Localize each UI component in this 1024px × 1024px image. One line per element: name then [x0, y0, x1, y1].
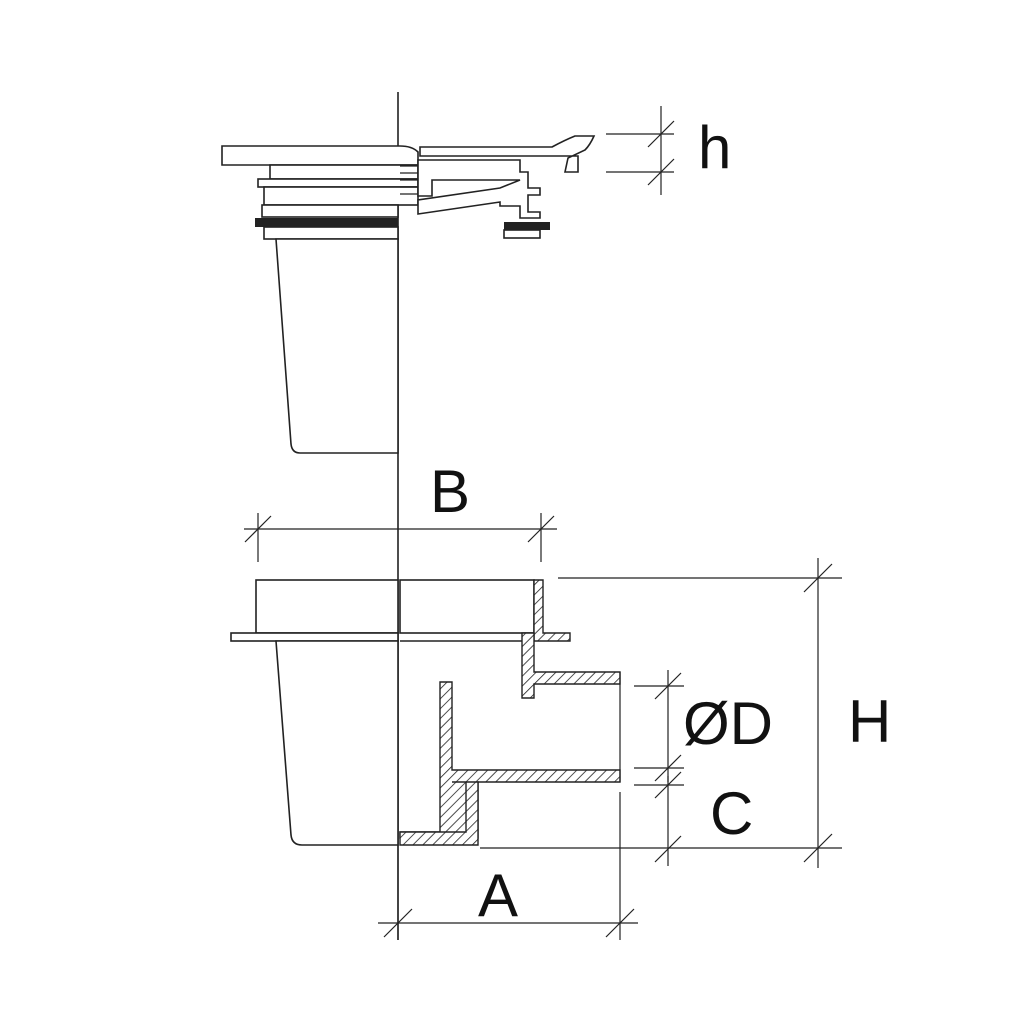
top-grating-left — [221, 145, 419, 166]
gasket-right — [504, 222, 550, 230]
dim-h: h — [606, 106, 731, 195]
label-h: h — [698, 114, 731, 181]
top-ribs — [400, 165, 418, 195]
bottom-collar-right — [399, 579, 535, 634]
label-A: A — [478, 862, 518, 929]
top-assembly — [221, 135, 596, 454]
label-H: H — [848, 688, 891, 755]
label-D: ØD — [683, 690, 773, 757]
section-trap-bottom — [399, 781, 479, 846]
bottom-assembly — [230, 579, 621, 846]
dim-H: H — [480, 558, 891, 868]
section-inner-wall — [521, 632, 621, 699]
bottom-flange — [230, 632, 399, 642]
dim-C: C — [634, 771, 753, 866]
top-lower-band — [263, 226, 399, 240]
top-rim-1 — [269, 164, 419, 180]
dim-A: A — [378, 792, 638, 940]
bottom-body — [275, 640, 399, 846]
top-rim-2 — [257, 178, 419, 188]
label-C: C — [710, 780, 753, 847]
label-b: B — [430, 458, 470, 525]
dim-b: B — [244, 458, 557, 562]
top-grating-right — [419, 135, 596, 173]
section-baffle — [399, 681, 621, 839]
dim-D: ØD — [634, 670, 773, 782]
top-bracket — [417, 159, 541, 219]
bottom-collar — [255, 579, 399, 634]
top-body — [275, 238, 399, 454]
bracket-foot — [503, 229, 541, 239]
section-collar-wall — [533, 579, 571, 642]
gasket-left — [255, 218, 398, 227]
top-flange-ring — [261, 204, 399, 218]
top-rim-3 — [263, 186, 419, 206]
